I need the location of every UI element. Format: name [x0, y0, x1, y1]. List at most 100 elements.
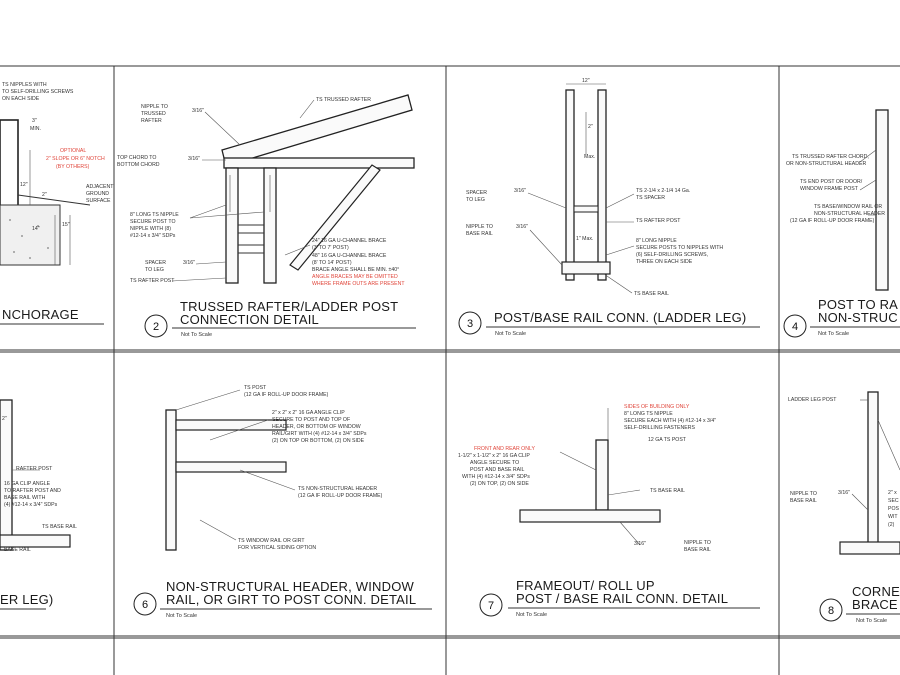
p7-label-8: WIT [888, 514, 898, 520]
p1-label-19: 48" 16 GA U-CHANNEL BRACE [312, 253, 387, 259]
p1-label-1: NIPPLE TO [141, 104, 168, 110]
p5-label-6: RAIL/GIRT WITH (4) #12-14 x 3/4" SDPs [272, 431, 367, 437]
panel-corner-brace-partial: LADDER LEG POST NIPPLE TO BASE RAIL 3/16… [788, 391, 900, 624]
p6-label-5: 1-1/2" x 1-1/2" x 2" 16 GA CLIP [458, 453, 530, 459]
p4-label-5: BASE RAIL WITH [4, 495, 46, 501]
p2-label-14: 8" LONG NIPPLE [636, 238, 677, 244]
p5-label-2: (12 GA IF ROLL-UP DOOR FRAME) [244, 392, 329, 398]
p2-label-2: 2" [588, 124, 593, 130]
p6-label-1: 8" LONG TS NIPPLE [624, 411, 673, 417]
p2-label-9: TS RAFTER POST [636, 218, 681, 224]
p0-label-7: 12" [20, 182, 28, 188]
p1-label-7: BOTTOM CHORD [117, 162, 160, 168]
p3-label-3: TS END POST OR DOOR/ [800, 179, 863, 185]
p4-label-3: 16 GA CLIP ANGLE [4, 481, 51, 487]
p5-detail-number-circle [133, 592, 157, 616]
p6-label-6: ANGLE SECURE TO [470, 460, 519, 466]
panel-trussed-rafter-connection: NIPPLE TO TRUSSED RAFTER 3/16" TS TRUSSE… [117, 94, 416, 338]
panel-post-base-rail-ladder-leg: 12" 2" Max. SPACER TO LEG 3/16" TS 2-1/4… [458, 78, 760, 337]
p5-label-5: HEADER, OR BOTTOM OF WINDOW [272, 424, 361, 430]
p3-label-6: NON-STRUCTURAL HEADER [814, 211, 885, 217]
p3-detail-number-circle [783, 314, 807, 338]
p6-title-line1: FRAMEOUT/ ROLL UP [516, 578, 655, 593]
p4-label-7: TS BASE RAIL [42, 524, 77, 530]
p5-label-10: TS WINDOW RAIL OR GIRT [238, 538, 305, 544]
p4-label-2: RAFTER POST [16, 466, 53, 472]
p1-label-17: 24" 16 GA U-CHANNEL BRACE [312, 238, 387, 244]
p3-label-2: OR NON-STRUCTURAL HEADER [786, 161, 866, 167]
p0-label-2: TO SELF-DRILLING SCREWS [2, 89, 74, 95]
p0-label-3: ON EACH SIDE [2, 96, 40, 102]
p2-label-5: TO LEG [466, 197, 485, 203]
p1-title-line1: TRUSSED RAFTER/LADDER POST [180, 299, 398, 314]
p1-label-5: TS TRUSSED RAFTER [316, 97, 371, 103]
p1-label-10: SECURE POST TO [130, 219, 176, 225]
p2-title: POST/BASE RAIL CONN. (LADDER LEG) [494, 310, 746, 325]
p1-label-3: RAFTER [141, 118, 162, 124]
p1-label-9: 8" LONG TS NIPPLE [130, 212, 179, 218]
p2-scale: Not To Scale [495, 331, 526, 337]
p1-label-12: #12-14 x 3/4" SDPs [130, 233, 176, 239]
p0-label-4: 3" [32, 118, 37, 124]
p7-label-5: 2" x [888, 490, 897, 496]
p2-label-10: NIPPLE TO [466, 224, 493, 230]
p0-label-11: GROUND [86, 191, 109, 197]
p2-label-11: BASE RAIL [466, 231, 493, 237]
p1-scale: Not To Scale [181, 332, 212, 338]
p2-label-4: SPACER [466, 190, 487, 196]
p3-detail-number: 4 [792, 321, 798, 333]
p2-label-18: TS BASE RAIL [634, 291, 669, 297]
panel-ladder-leg-partial: 2" RAFTER POST 16 GA CLIP ANGLE TO RAFTE… [0, 399, 77, 610]
p2-label-16: (6) SELF-DRILLING SCREWS, [636, 252, 708, 258]
p4-label-1: 2" [2, 416, 7, 422]
p6-label-11: 3/16" [634, 541, 646, 547]
p6-label-13: BASE RAIL [684, 547, 711, 553]
p1-label-18: (3' TO 7' POST) [312, 245, 349, 251]
p0-label-5: MIN. [30, 126, 41, 132]
p3-title-line2: NON-STRUC [818, 310, 898, 325]
p2-detail-number-circle [458, 311, 482, 335]
p6-label-8: WITH (4) #12-14 x 3/4" SDPs [462, 474, 530, 480]
p6-label-9: (2) ON TOP, (2) ON SIDE [470, 481, 529, 487]
p0-title: NCHORAGE [2, 307, 79, 322]
p5-detail-number: 6 [142, 599, 148, 611]
p5-title-line1: NON-STRUCTURAL HEADER, WINDOW [166, 579, 415, 594]
p6-label-3: SELF-DRILLING FASTENERS [624, 425, 695, 431]
p6-label-7: POST AND BASE RAIL [470, 467, 525, 473]
p1-label-11: NIPPLE WITH (8) [130, 226, 171, 232]
p7-label-1: LADDER LEG POST [788, 397, 837, 403]
p1-label-4: 3/16" [192, 108, 204, 114]
p5-label-11: FOR VERTICAL SIDING OPTION [238, 545, 316, 551]
p3-label-1: TS TRUSSED RAFTER CHORD, [792, 154, 869, 160]
p5-label-4: SECURE TO POST AND TOP OF [272, 417, 350, 423]
p2-label-7: TS 2-1/4 x 2-1/4 14 Ga. [636, 188, 690, 194]
p7-detail-number: 8 [828, 605, 834, 617]
p2-label-1: 12" [582, 78, 590, 84]
p5-label-8: TS NON-STRUCTURAL HEADER [298, 486, 377, 492]
p7-label-7: POS [888, 506, 899, 512]
p4-label-4: TO RAFTER POST AND [4, 488, 61, 494]
p5-label-9: (12 GA IF ROLL-UP DOOR FRAME) [298, 493, 383, 499]
p0-label-9: 15" [62, 222, 70, 228]
p5-title-line2: RAIL, OR GIRT TO POST CONN. DETAIL [166, 592, 416, 607]
p4-label-6: (4) #12-14 x 3/4" SDPs [4, 502, 58, 508]
p6-label-10: TS BASE RAIL [650, 488, 685, 494]
panel-anchorage: TS NIPPLES WITH TO SELF-DRILLING SCREWS … [0, 82, 114, 325]
p2-label-8: TS SPACER [636, 195, 665, 201]
p1-label-21: BRACE ANGLE SHALL BE MIN. ±40° [312, 267, 399, 273]
p1-label-16: TS RAFTER POST [130, 278, 175, 284]
panel-non-structural-header: TS POST (12 GA IF ROLL-UP DOOR FRAME) 2"… [133, 385, 432, 619]
p7-scale: Not To Scale [856, 618, 887, 624]
p2-label-13: 1" Max. [576, 236, 593, 242]
p5-label-3: 2" x 2" x 2" 16 GA ANGLE CLIP [272, 410, 345, 416]
p1-detail-number: 2 [153, 321, 159, 333]
p2-label-3: Max. [584, 154, 595, 160]
p7-detail-number-circle [819, 598, 843, 622]
p7-label-3: BASE RAIL [790, 498, 817, 504]
p7-label-2: NIPPLE TO [790, 491, 817, 497]
p1-label-14: TO LEG [145, 267, 164, 273]
p3-label-4: WINDOW FRAME POST [800, 186, 859, 192]
p3-label-7: (12 GA IF ROLL-UP DOOR FRAME) [790, 218, 875, 224]
p1-detail-number-circle [144, 314, 168, 338]
